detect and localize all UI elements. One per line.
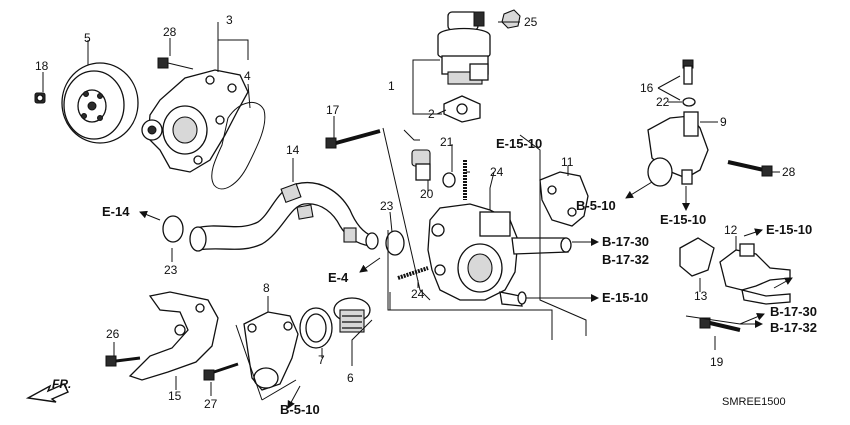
- callout-9: 9: [720, 115, 727, 129]
- ref-e15-10-top: E-15-10: [496, 136, 542, 151]
- ref-b5-10-bottom: B-5-10: [280, 402, 320, 417]
- seal-inner: [305, 313, 327, 343]
- pulley-part: [61, 62, 139, 144]
- callout-17: 17: [326, 103, 340, 117]
- callout-16: 16: [640, 81, 654, 95]
- callout-27: 27: [204, 397, 218, 411]
- callout-24-upper: 24: [490, 165, 504, 179]
- bolt-part-28-right: [727, 160, 773, 177]
- ref-b17-30-right: B-17-30: [770, 304, 817, 319]
- leader-lines: [42, 21, 780, 401]
- front-label: FR.: [52, 377, 71, 391]
- oring-part-23-left: [162, 215, 184, 243]
- ref-b17-32-right: B-17-32: [770, 320, 817, 335]
- callout-23-left: 23: [164, 263, 178, 277]
- plug-part-21: [411, 149, 431, 181]
- callout-28-top: 28: [163, 25, 177, 39]
- water-pump-part: [141, 69, 249, 173]
- callout-28-right: 28: [782, 165, 796, 179]
- callout-19: 19: [710, 355, 724, 369]
- ref-e15-10-farright: E-15-10: [766, 222, 812, 237]
- callout-21: 21: [440, 135, 454, 149]
- housing-part-9: [647, 111, 709, 187]
- callout-13: 13: [694, 289, 708, 303]
- callout-11: 11: [561, 155, 574, 169]
- callout-20: 20: [420, 187, 434, 201]
- ref-e4: E-4: [328, 270, 349, 285]
- callout-12: 12: [724, 223, 738, 237]
- callout-1: 1: [388, 79, 395, 93]
- stud-part-24-lower: [397, 266, 429, 280]
- callout-6: 6: [347, 371, 354, 385]
- callout-3: 3: [226, 13, 233, 27]
- gasket-hole: [547, 185, 557, 195]
- reference-arrows: [139, 181, 793, 409]
- egr-valve-part-1: [437, 11, 491, 85]
- callout-8: 8: [263, 281, 270, 295]
- callout-24-lower: 24: [411, 287, 425, 301]
- front-arrow-icon: [25, 383, 69, 403]
- ref-b17-32-mid: B-17-32: [602, 252, 649, 267]
- sensor-part-16: [682, 59, 694, 85]
- callout-14: 14: [286, 143, 300, 157]
- callout-23-right: 23: [380, 199, 394, 213]
- bolt-part-26: [105, 355, 141, 367]
- bolt-part-27: [203, 362, 239, 381]
- gasket-part-4: [211, 102, 266, 190]
- callout-22: 22: [656, 95, 670, 109]
- washer-part-20: [442, 172, 456, 188]
- callout-4: 4: [244, 69, 251, 83]
- thermostat-cover-part-8: [243, 311, 299, 391]
- gasket-hole: [567, 207, 577, 217]
- callout-2: 2: [428, 107, 435, 121]
- washer-part-22: [682, 97, 696, 107]
- bolt-part-17: [325, 129, 381, 149]
- bracket-part-15: [128, 291, 219, 381]
- bolt-part-19: [699, 317, 741, 332]
- diagram-code: SMREE1500: [722, 396, 786, 408]
- ref-e15-10-mid: E-15-10: [602, 290, 648, 305]
- ref-b17-30-mid: B-17-30: [602, 234, 649, 249]
- gasket-part-13: [679, 237, 715, 277]
- callout-5: 5: [84, 31, 91, 45]
- bolt-part-28-top: [157, 57, 194, 70]
- pipe-part-12: [719, 243, 791, 305]
- callout-25: 25: [524, 15, 538, 29]
- callout-18: 18: [35, 59, 49, 73]
- oring-part-23-right: [385, 230, 405, 256]
- ref-e14: E-14: [102, 204, 130, 219]
- callout-15: 15: [168, 389, 182, 403]
- callout-26: 26: [106, 327, 120, 341]
- bolt-part-18: [34, 92, 46, 104]
- coolant-hose-part-14: [189, 182, 379, 252]
- ref-b5-10-right: B-5-10: [576, 198, 616, 213]
- callout-7: 7: [318, 353, 325, 367]
- thermostat-part-6: [333, 297, 371, 333]
- ref-e15-10-right: E-15-10: [660, 212, 706, 227]
- gasket-hole: [456, 103, 468, 115]
